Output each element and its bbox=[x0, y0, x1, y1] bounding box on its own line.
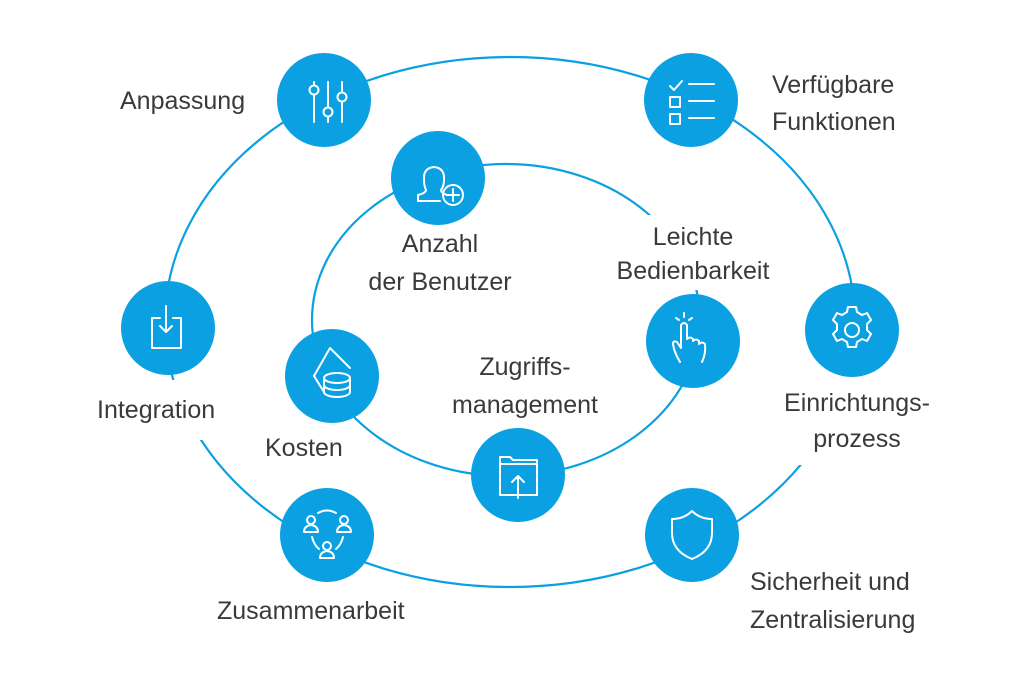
sliders-icon bbox=[308, 81, 348, 123]
label-leichte-line1: Leichte bbox=[653, 223, 734, 251]
label-einrichtung-line2: prozess bbox=[813, 425, 901, 453]
checklist-icon bbox=[669, 80, 715, 125]
node-anpassung bbox=[277, 53, 371, 147]
download-icon bbox=[151, 305, 182, 349]
node-kosten bbox=[285, 329, 379, 423]
label-kosten: Kosten bbox=[265, 434, 343, 462]
label-anzahl-line2: der Benutzer bbox=[368, 268, 511, 296]
label-leichte-line2: Bedienbarkeit bbox=[617, 257, 770, 285]
shield-icon bbox=[671, 510, 713, 560]
node-sicherheit bbox=[645, 488, 739, 582]
folder-upload-icon bbox=[499, 456, 538, 499]
label-einrichtung-line1: Einrichtungs- bbox=[784, 389, 930, 417]
coins-icon bbox=[313, 347, 351, 398]
add-user-icon bbox=[417, 166, 464, 206]
inner-ring bbox=[310, 162, 702, 478]
node-zugriffsmanagement bbox=[471, 428, 565, 522]
label-verfuegbare-line1: Verfügbare bbox=[772, 71, 894, 99]
label-sicherheit-line2: Zentralisierung bbox=[750, 606, 915, 634]
node-integration bbox=[121, 281, 215, 375]
label-sicherheit-line1: Sicherheit und bbox=[750, 568, 910, 596]
touch-hand-icon bbox=[672, 312, 707, 363]
label-zugriffs-line2: management bbox=[452, 391, 598, 419]
label-anpassung: Anpassung bbox=[120, 87, 245, 115]
team-icon bbox=[303, 509, 352, 559]
node-leichte-bedienbarkeit bbox=[646, 294, 740, 388]
label-zugriffs-line1: Zugriffs- bbox=[479, 353, 570, 381]
node-zusammenarbeit bbox=[280, 488, 374, 582]
node-anzahl-benutzer bbox=[391, 131, 485, 225]
node-verfuegbare-funktionen bbox=[644, 53, 738, 147]
label-zusammenarbeit: Zusammenarbeit bbox=[217, 597, 405, 625]
gear-icon bbox=[832, 306, 872, 348]
label-integration: Integration bbox=[97, 396, 215, 424]
label-anzahl-line1: Anzahl bbox=[402, 230, 478, 258]
label-verfuegbare-line2: Funktionen bbox=[772, 108, 896, 136]
node-einrichtungsprozess bbox=[805, 283, 899, 377]
